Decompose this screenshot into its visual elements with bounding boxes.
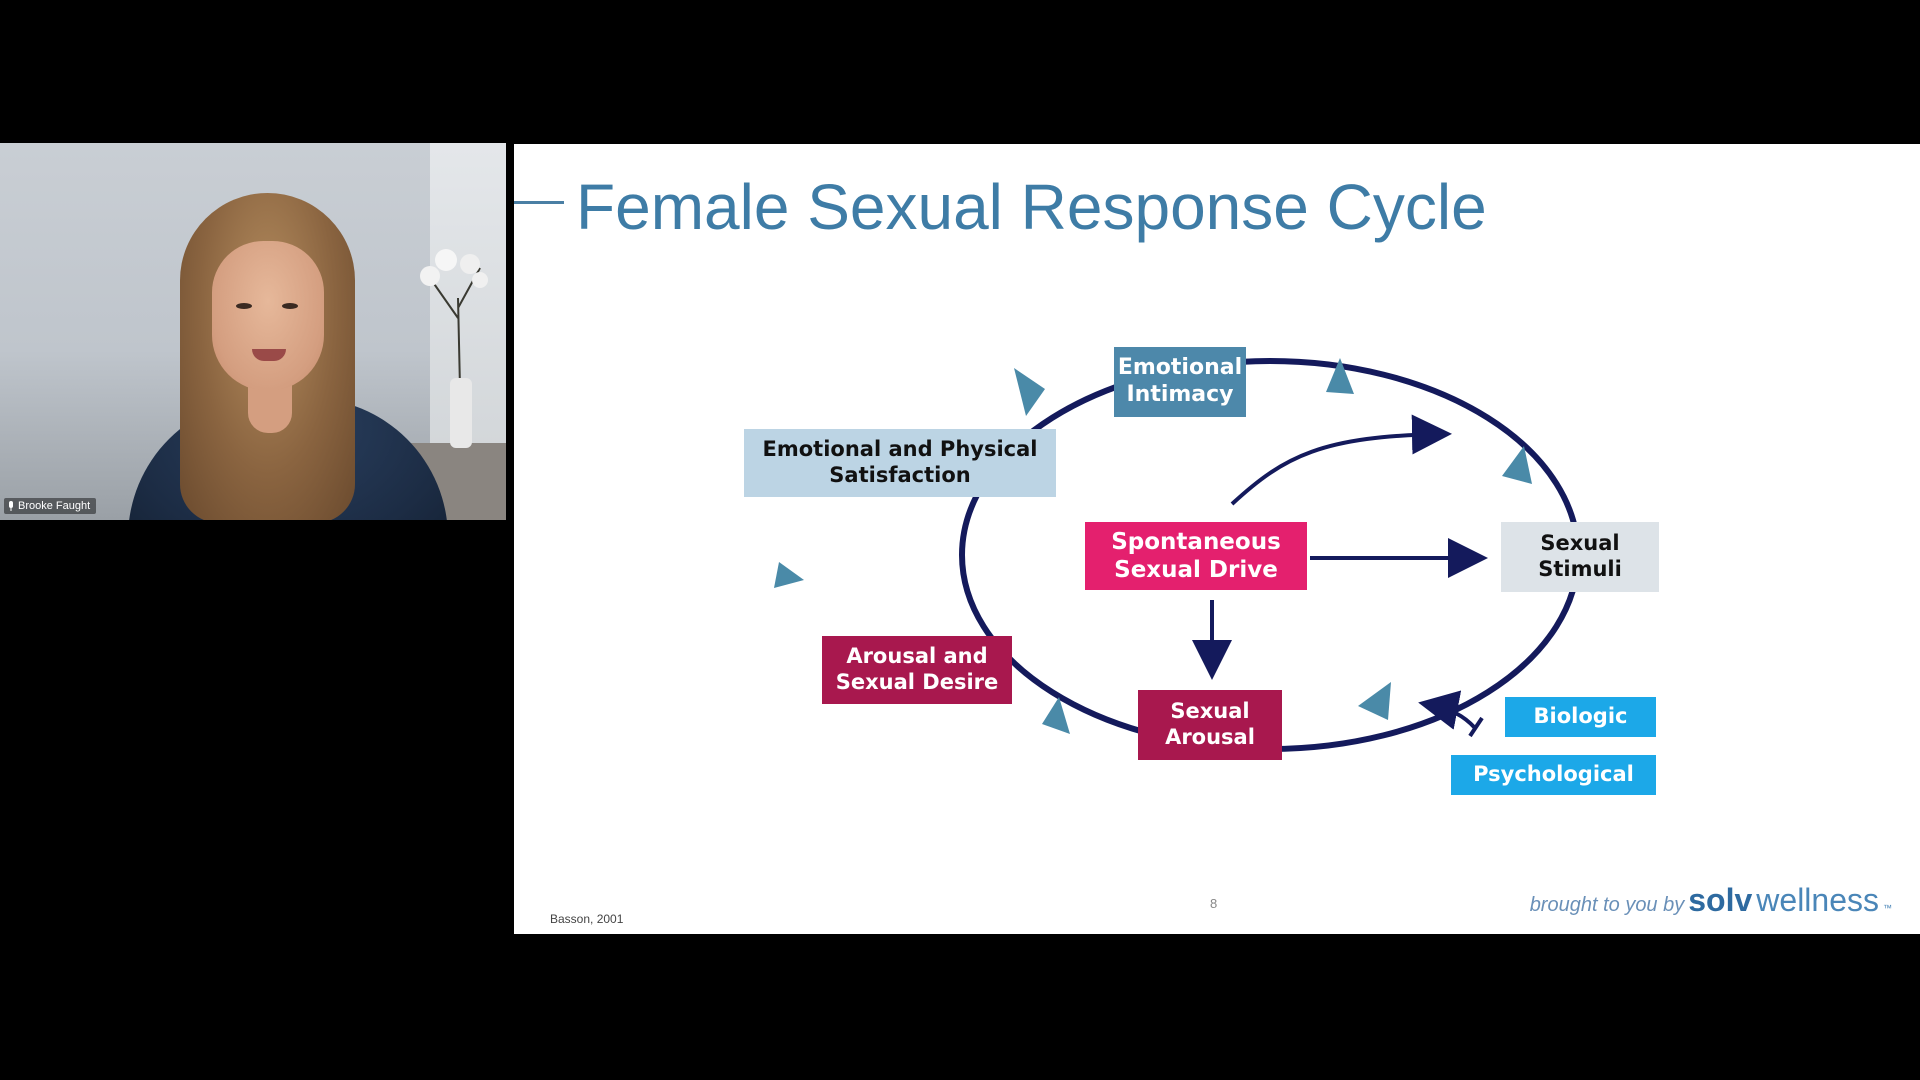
participant-name: Brooke Faught: [18, 500, 91, 512]
cycle-arrowhead: [1042, 697, 1070, 734]
slide-title: Female Sexual Response Cycle: [576, 171, 1487, 243]
orchid-plant: [420, 249, 488, 388]
node-arousal-sexual-desire: Arousal and Sexual Desire: [822, 636, 1012, 704]
brand-prefix: brought to you by: [1529, 894, 1685, 916]
node-sexual-arousal: Sexual Arousal: [1138, 690, 1282, 760]
participant-face: [212, 241, 324, 391]
cycle-arrowhead: [1326, 358, 1354, 394]
brand-wellness: wellness: [1756, 882, 1879, 918]
participant-name-tag: Brooke Faught: [4, 498, 97, 514]
cycle-arrowhead: [774, 562, 804, 588]
brand-solv: solv: [1688, 882, 1753, 918]
node-biologic: Biologic: [1505, 697, 1656, 737]
slide-citation: Basson, 2001: [550, 912, 624, 926]
participant-neck: [248, 383, 292, 433]
cycle-arrowhead: [1014, 368, 1045, 416]
cycle-arrowhead: [1502, 446, 1532, 484]
node-sexual-stimuli: Sexual Stimuli: [1501, 522, 1659, 592]
node-emotional-physical-satisfaction: Emotional and Physical Satisfaction: [744, 429, 1056, 497]
cycle-arrowhead: [1358, 682, 1391, 720]
arrow-drive-to-intimacy-path: [1230, 414, 1452, 506]
vase: [450, 378, 472, 448]
arrow-psychological-to-cycle: [1468, 716, 1484, 738]
participant-video-tile[interactable]: Brooke Faught: [0, 143, 506, 520]
participant-eye-left: [236, 303, 252, 309]
slide-page-number: 8: [1210, 896, 1218, 911]
arrow-biologic-to-cycle: [1418, 690, 1477, 730]
participant-mouth: [252, 349, 286, 361]
node-spontaneous-sexual-drive: Spontaneous Sexual Drive: [1085, 522, 1307, 590]
title-accent-line: [514, 201, 564, 204]
brand-trademark: ™: [1883, 903, 1892, 913]
microphone-icon: [9, 501, 13, 511]
node-emotional-intimacy: Emotional Intimacy: [1114, 347, 1246, 417]
participant-eye-right: [282, 303, 298, 309]
node-psychological: Psychological: [1451, 755, 1656, 795]
shared-slide: Female Sexual Response Cycle: [514, 144, 1920, 934]
